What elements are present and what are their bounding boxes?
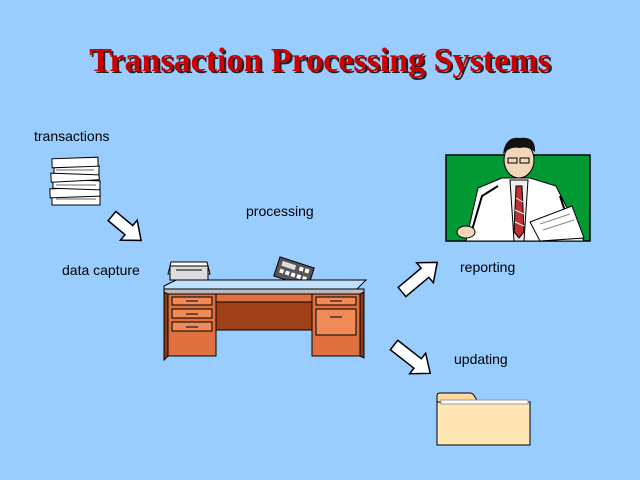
paper-stack-icon [49, 156, 101, 206]
label-processing: processing [246, 203, 314, 219]
label-transactions: transactions [34, 128, 110, 144]
label-reporting: reporting [460, 259, 516, 275]
slide-title: Transaction Processing Systems [89, 42, 551, 79]
label-updating: updating [454, 351, 508, 367]
businessman-icon [445, 137, 591, 242]
folder-icon [436, 392, 531, 446]
inbox-tray-icon [167, 261, 211, 281]
arrow-icon [397, 261, 439, 298]
arrow-icon [389, 339, 432, 375]
label-data-capture: data capture [62, 262, 140, 278]
desk-icon [163, 279, 368, 362]
arrow-icon [107, 210, 143, 242]
